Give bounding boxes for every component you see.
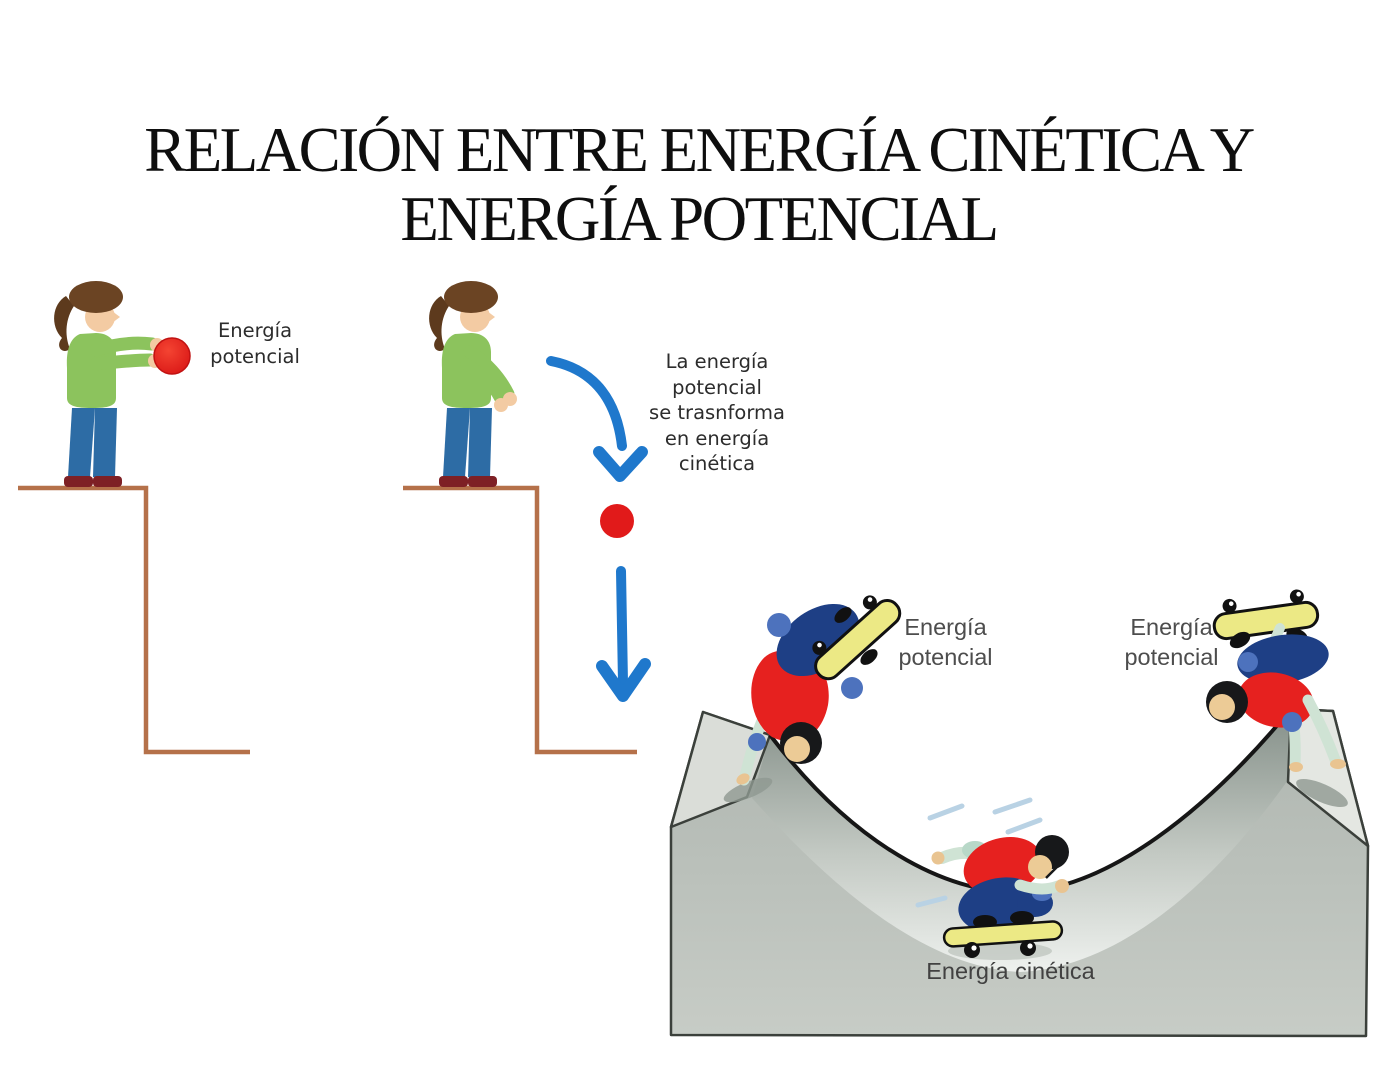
label-potential-ramp-right: Energía potencial xyxy=(1124,614,1219,670)
label-energy-transform: La energía potencial se trasnforma en en… xyxy=(649,350,785,475)
girl-holding-ball xyxy=(54,281,191,487)
label-kinetic-ramp: Energía cinética xyxy=(926,958,1095,984)
straight-fall-arrow-icon xyxy=(596,566,651,702)
skater-handstand-left xyxy=(736,595,902,786)
skateboard-right xyxy=(1212,589,1320,641)
skater-handstand-right xyxy=(1206,589,1346,772)
falling-ball-dot xyxy=(600,504,634,538)
cliff-middle xyxy=(403,485,637,755)
label-potential-ramp-left: Energía potencial xyxy=(898,614,993,670)
girl-after-drop xyxy=(429,281,517,487)
title-line-1: RELACIÓN ENTRE ENERGÍA CINÉTICA Y xyxy=(144,115,1255,185)
curved-fall-arrow-icon xyxy=(546,356,648,482)
cliff-left xyxy=(18,485,250,755)
skateboard-left xyxy=(812,595,902,681)
title-line-2: ENERGÍA POTENCIAL xyxy=(400,184,999,255)
speed-lines xyxy=(915,797,1043,908)
skateboard-bottom xyxy=(942,920,1064,948)
skater-bottom xyxy=(915,797,1069,958)
red-ball xyxy=(153,337,191,375)
label-potential-ball: Energía potencial xyxy=(210,319,300,368)
page-title: RELACIÓN ENTRE ENERGÍA CINÉTICA Y ENERGÍ… xyxy=(0,115,1397,255)
